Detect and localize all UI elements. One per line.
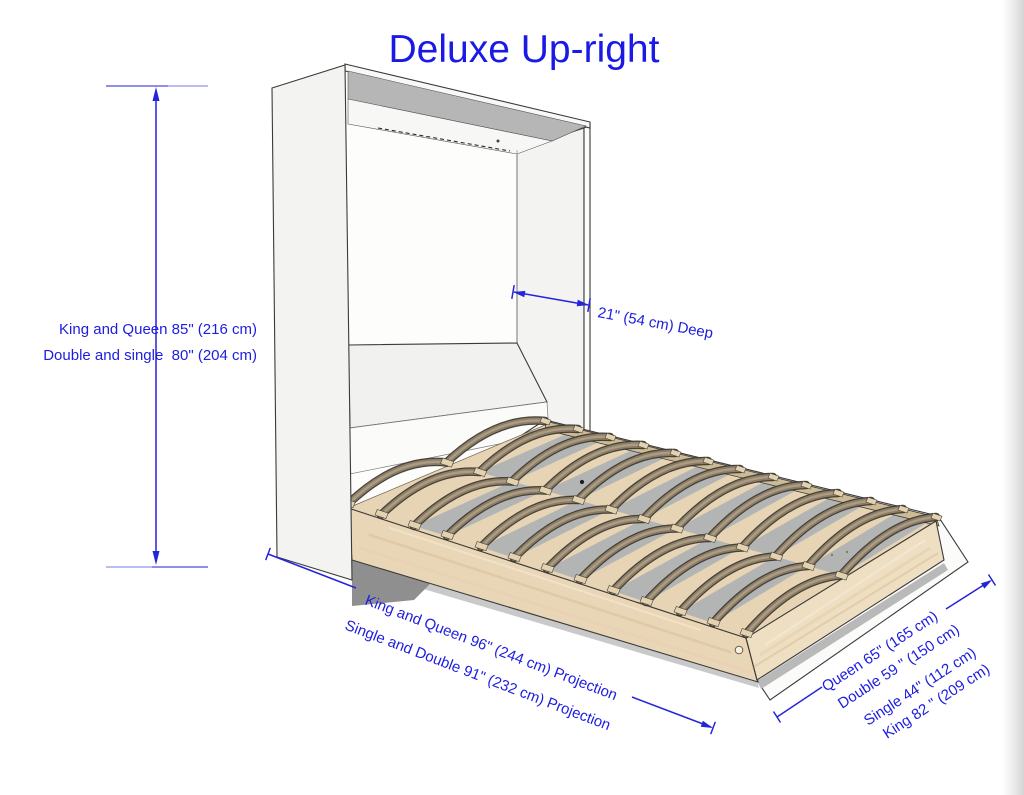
cabinet-right-panel-edge — [583, 124, 591, 471]
width-tick-top — [987, 574, 997, 586]
depth-arrow-right — [576, 299, 589, 307]
surface-bolt-dot — [579, 479, 585, 485]
depth-arrow-left — [513, 290, 526, 298]
height-arrow-down — [152, 551, 160, 565]
foot-corner-edge — [745, 637, 758, 681]
cabinet-left-panel — [271, 64, 353, 581]
projection-line-start — [267, 553, 357, 589]
bed-frame — [341, 416, 969, 701]
projection-line-end — [631, 696, 712, 728]
platform-shadow-foot — [757, 563, 948, 689]
under-bed-shadow — [352, 556, 430, 606]
header-hinge-dashed-line — [377, 127, 511, 152]
height-label-king-queen: King and Queen 85" (216 cm) — [59, 321, 257, 338]
projection-tick-end — [709, 721, 717, 735]
slat-holder-caps — [341, 416, 943, 638]
footboard-hole — [734, 645, 744, 655]
height-label-double-single: Double and single 80" (204 cm) — [43, 347, 257, 364]
depth-tick-left — [511, 284, 515, 300]
diagram-title: Deluxe Up-right — [389, 28, 660, 71]
side-rail-wood-grain — [358, 527, 752, 674]
cabinet — [344, 63, 591, 505]
depth-tick-right — [587, 297, 591, 313]
width-arrow — [981, 580, 992, 589]
height-arrow-up — [152, 87, 160, 101]
platform-shadow-front — [352, 561, 759, 688]
footboard-wood-grain — [751, 539, 939, 669]
depth-label: 21" (54 cm) Deep — [596, 304, 714, 342]
height-dimension: King and Queen 85" (216 cm) Double and s… — [43, 85, 257, 568]
page-edge-shading — [1002, 0, 1024, 795]
header-screw — [496, 139, 500, 143]
footboard-dowel-1 — [830, 553, 834, 557]
width-line-start — [776, 686, 823, 718]
projection-arrow — [700, 720, 713, 728]
depth-dimension-line — [513, 291, 589, 306]
footboard-dowel-2 — [845, 550, 849, 554]
